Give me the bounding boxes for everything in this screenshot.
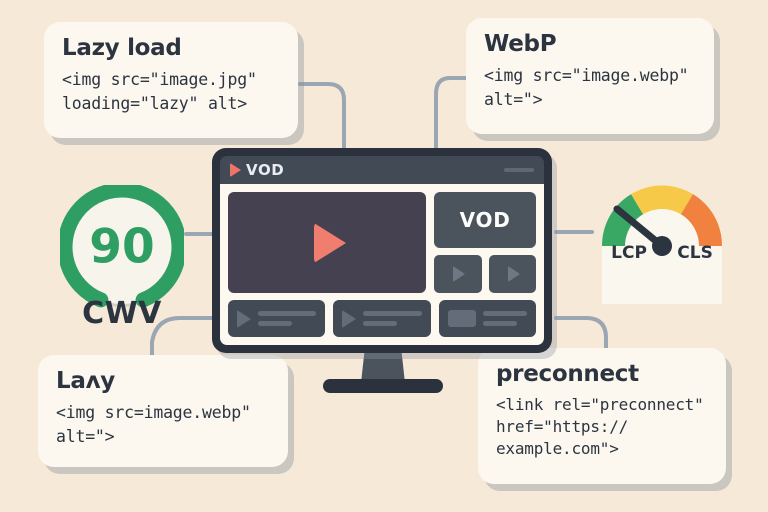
image-rect-icon bbox=[447, 310, 476, 327]
thumbnail-text-lines bbox=[363, 311, 422, 326]
connector-monitor-to-preconnect bbox=[554, 316, 608, 374]
thumbnail-text-lines bbox=[482, 311, 527, 326]
thumbnail-text-lines bbox=[258, 311, 317, 326]
play-triangle-icon bbox=[342, 309, 357, 328]
screen-lower-row bbox=[228, 300, 536, 337]
cwv-gauge-value: 90 bbox=[89, 220, 154, 275]
vod-card[interactable]: VOD bbox=[434, 192, 536, 248]
preconnect-card[interactable]: preconnect <link rel="preconnect" href="… bbox=[478, 348, 726, 484]
thumbnail-1[interactable] bbox=[228, 300, 326, 337]
cwv-gauge: 90 bbox=[60, 185, 184, 308]
cwv-gauge-label: CWV bbox=[82, 296, 162, 331]
play-triangle-icon bbox=[230, 163, 241, 177]
play-triangle-icon bbox=[507, 265, 520, 282]
webp-card-title: WebP bbox=[484, 31, 557, 57]
webp-card-code: <img src="image.webp" alt="> bbox=[484, 66, 689, 109]
side-panel: VOD bbox=[434, 192, 536, 293]
play-triangle-icon[interactable] bbox=[314, 222, 347, 263]
brand-name: VOD bbox=[246, 161, 285, 179]
lazy-card-code: <img src=image.webp" alt="> bbox=[56, 403, 251, 446]
text-line bbox=[363, 321, 398, 326]
lazy-card-title: Laʌy bbox=[56, 368, 115, 394]
monitor: VOD VOD bbox=[212, 148, 552, 393]
play-triangle-icon bbox=[453, 265, 466, 282]
webp-card[interactable]: WebP <img src="image.webp" alt="> bbox=[466, 18, 714, 134]
connector-lazyload-to-monitor bbox=[298, 82, 346, 152]
app-topbar: VOD bbox=[220, 156, 544, 184]
cwv-gauge-inner bbox=[80, 205, 164, 289]
connector-webp-to-monitor bbox=[434, 76, 470, 152]
vod-card-label: VOD bbox=[459, 207, 511, 232]
lazy-load-card-title: Lazy load bbox=[62, 35, 182, 61]
speedometer-hub bbox=[652, 236, 672, 256]
preconnect-card-code: <link rel="preconnect" href="https:// ex… bbox=[496, 395, 704, 459]
speedometer-gauge bbox=[601, 185, 723, 304]
text-line bbox=[482, 321, 518, 326]
text-line bbox=[363, 311, 422, 316]
monitor-stand-neck bbox=[361, 351, 405, 383]
thumbnail-3[interactable] bbox=[438, 300, 536, 337]
connector-monitor-to-lazy bbox=[150, 316, 214, 362]
text-line bbox=[258, 311, 317, 316]
text-line bbox=[482, 311, 527, 316]
monitor-stand-base bbox=[323, 379, 443, 393]
side-play-button-1[interactable] bbox=[434, 254, 482, 293]
preconnect-card-title: preconnect bbox=[496, 361, 639, 387]
topbar-indicator bbox=[504, 168, 534, 172]
monitor-bezel: VOD VOD bbox=[212, 148, 552, 353]
text-line bbox=[258, 321, 292, 326]
screen-upper-row: VOD bbox=[228, 192, 536, 293]
side-buttons bbox=[434, 254, 536, 293]
lazy-card[interactable]: Laʌy <img src=image.webp" alt="> bbox=[38, 355, 288, 467]
lazy-load-card[interactable]: Lazy load <img src="image.jpg" loading="… bbox=[44, 22, 298, 138]
side-play-button-2[interactable] bbox=[488, 254, 536, 293]
thumbnail-2[interactable] bbox=[333, 300, 431, 337]
video-player[interactable] bbox=[228, 192, 427, 293]
lazy-load-card-code: <img src="image.jpg" loading="lazy" alt> bbox=[62, 70, 257, 113]
brand: VOD bbox=[230, 161, 284, 179]
app-screen: VOD bbox=[220, 184, 544, 345]
play-triangle-icon bbox=[237, 309, 251, 328]
cwv-gauge-ring-progress bbox=[60, 185, 184, 308]
